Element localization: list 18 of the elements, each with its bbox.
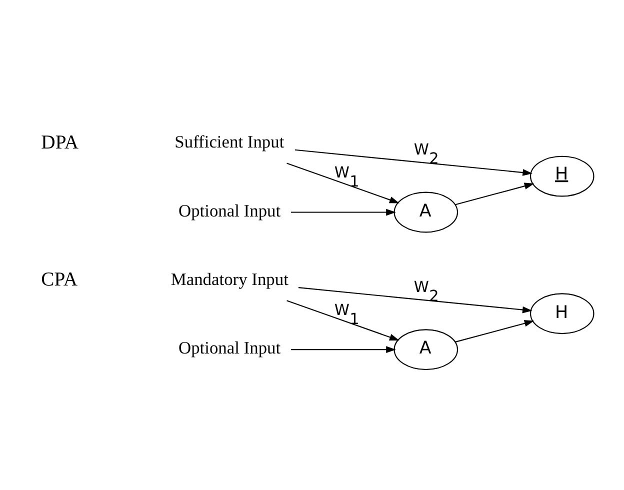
arrow: [290, 208, 396, 216]
label: DPA: [41, 132, 79, 153]
arrow: [290, 346, 396, 353]
node-text: Mandatory Input: [170, 268, 288, 289]
node-text: Sufficient Input: [174, 131, 284, 152]
node-text: Optional Input: [178, 200, 281, 220]
label: CPA: [41, 269, 78, 290]
arrow: [286, 162, 400, 203]
arrow: [455, 182, 534, 205]
arrow: [455, 320, 534, 342]
arrow: [286, 300, 400, 340]
arrow: [294, 148, 532, 176]
arrow: [298, 286, 532, 313]
node-ellipse: A: [394, 191, 458, 232]
node-text: Optional Input: [178, 337, 281, 358]
node-ellipse: H: [530, 155, 594, 196]
node-ellipse: A: [394, 328, 458, 370]
node-ellipse: H: [530, 292, 594, 334]
